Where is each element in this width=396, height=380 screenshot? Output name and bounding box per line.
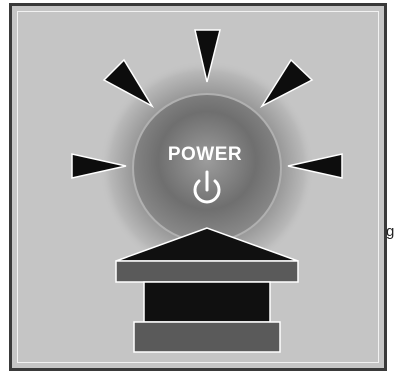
power-button[interactable]	[133, 94, 281, 242]
side-text-fragment: g	[386, 224, 394, 239]
power-label: POWER	[150, 144, 260, 166]
